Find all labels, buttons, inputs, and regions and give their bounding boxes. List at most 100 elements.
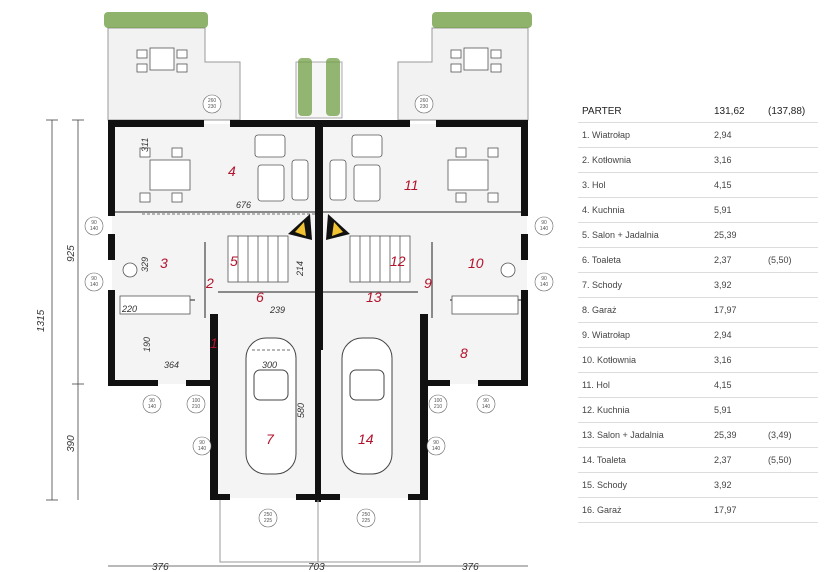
driveways [219,500,421,563]
table-row: 8. Garaż 17,97 [578,298,818,323]
svg-text:140: 140 [90,282,99,288]
table-header-area: 131,62 [714,105,745,117]
opening-badge: 100 210 [186,394,206,414]
svg-text:90: 90 [199,440,205,446]
svg-text:140: 140 [540,226,549,232]
room-name: 11. Hol [582,380,610,390]
opening-badge: 90 140 [192,436,212,456]
opening-badge: 100 210 [428,394,448,414]
floor-plan: 1 2 3 4 5 6 7 8 9 10 11 12 13 14 676 311… [36,12,554,572]
dimension-label: 190 [142,337,152,352]
plants [104,12,532,116]
room-area: 5,91 [714,205,732,215]
opening-badges: 260 230 260 230 90 140 90 140 90 140 90 … [84,94,554,528]
outer-walls [108,120,528,502]
room-area: 25,39 [714,430,737,440]
room-number: 2 [205,275,214,291]
dimension-label: 925 [66,245,77,262]
room-number: 3 [160,255,168,271]
room-area: 17,97 [714,305,737,315]
cars [245,337,393,475]
room-area: 3,16 [714,355,732,365]
table-header-name: PARTER [582,105,622,117]
table-row: 2. Kotłownia 3,16 [578,148,818,173]
room-name: 10. Kotłownia [582,355,637,365]
room-number: 1 [210,335,218,351]
svg-text:140: 140 [198,446,207,452]
svg-text:90: 90 [541,276,547,282]
dimension-label: 329 [140,257,150,272]
room-name: 14. Toaleta [582,455,626,465]
opening-badge: 90 140 [84,272,104,292]
dimension-label: 214 [295,261,305,277]
room-name: 13. Salon + Jadalnia [582,430,664,440]
room-name: 8. Garaż [582,305,617,315]
room-area: 4,15 [714,380,732,390]
opening-badge: 90 140 [476,394,496,414]
room-extra-area: (5,50) [768,255,792,265]
table-row: 14. Toaleta 2,37 (5,50) [578,448,818,473]
table-row: 10. Kotłownia 3,16 [578,348,818,373]
terraces [107,27,529,121]
room-name: 3. Hol [582,180,606,190]
svg-text:140: 140 [90,226,99,232]
svg-text:90: 90 [149,398,155,404]
svg-text:210: 210 [192,404,201,410]
dimension-label: 1315 [36,309,47,332]
terrace-tables [136,47,502,73]
opening-badge: 250 225 [356,508,376,528]
opening-badge: 260 230 [202,94,222,114]
room-number: 7 [266,431,275,447]
svg-text:100: 100 [192,398,201,404]
svg-text:140: 140 [432,446,441,452]
svg-text:260: 260 [208,98,217,104]
room-name: 2. Kotłownia [582,155,632,165]
dimension-label: 676 [236,200,251,210]
table-row: 1. Wiatrołap 2,94 [578,123,818,148]
room-number: 12 [390,253,406,269]
opening-badge: 90 140 [534,216,554,236]
room-number: 8 [460,345,468,361]
room-area: 3,16 [714,155,732,165]
svg-text:230: 230 [420,104,429,110]
opening-badge: 90 140 [84,216,104,236]
dimension-lines [46,119,528,567]
room-name: 1. Wiatrołap [582,130,631,140]
room-area: 2,37 [714,455,732,465]
room-extra-area: (3,49) [768,430,792,440]
table-row: 3. Hol 4,15 [578,173,818,198]
dimension-label: 300 [262,360,277,370]
room-numbers: 1 2 3 4 5 6 7 8 9 10 11 12 13 14 [160,163,484,447]
svg-text:90: 90 [91,276,97,282]
dimension-label: 239 [269,305,285,315]
dimension-label: 390 [66,435,77,452]
dimension-label: 376 [152,562,169,572]
fireplaces [288,214,350,240]
room-name: 6. Toaleta [582,255,621,265]
room-number: 13 [366,289,382,305]
room-area: 2,94 [714,330,732,340]
svg-text:100: 100 [434,398,443,404]
svg-text:90: 90 [483,398,489,404]
opening-badge: 90 140 [426,436,446,456]
room-name: 15. Schody [582,480,628,490]
table-row: 13. Salon + Jadalnia 25,39 (3,49) [578,423,818,448]
room-name: 12. Kuchnia [582,405,630,415]
room-area: 17,97 [714,505,737,515]
room-extra-area: (5,50) [768,455,792,465]
dimension-label: 703 [308,562,325,572]
stairs [227,235,411,283]
svg-text:260: 260 [420,98,429,104]
room-area: 2,94 [714,130,732,140]
room-number: 10 [468,255,484,271]
room-area: 4,15 [714,180,732,190]
svg-text:210: 210 [434,404,443,410]
svg-text:230: 230 [208,104,217,110]
